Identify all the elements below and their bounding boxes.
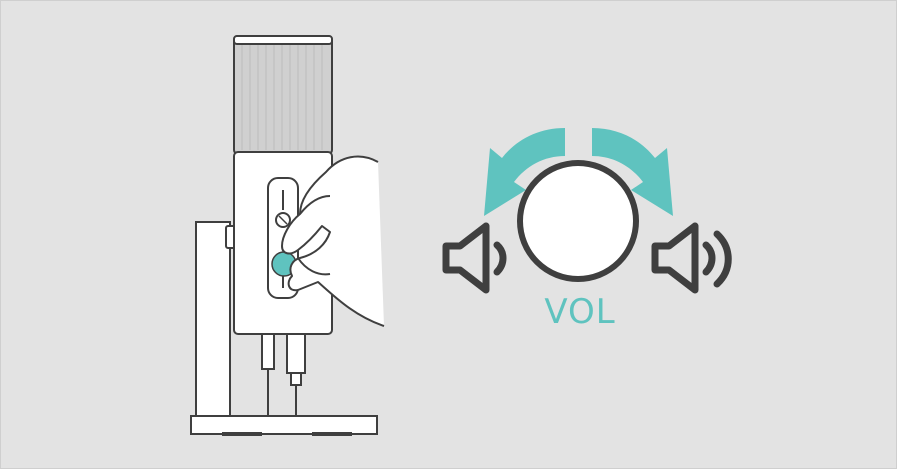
volume-high-icon <box>651 222 732 294</box>
rotate-right-arrow-icon <box>592 128 673 216</box>
cables <box>261 332 306 416</box>
rotate-left-arrow-icon <box>484 128 565 216</box>
mute-mic-icon <box>275 212 291 228</box>
volume-knob <box>517 160 639 282</box>
hand-icon <box>281 155 385 327</box>
volume-label: VOL <box>544 292 616 332</box>
volume-low-icon <box>442 222 507 294</box>
